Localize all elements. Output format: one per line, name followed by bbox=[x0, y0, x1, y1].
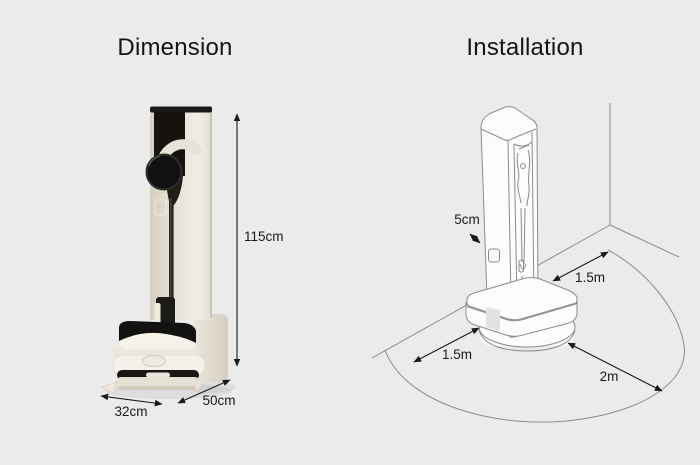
nozzle-top bbox=[119, 321, 196, 343]
dock-pad-detail bbox=[486, 307, 500, 331]
left-clearance-label: 1.5m bbox=[441, 347, 472, 362]
right-clearance-label: 1.5m bbox=[574, 270, 605, 285]
robot-lidar-bump bbox=[142, 355, 166, 367]
vacuum-wand bbox=[169, 198, 174, 300]
tower-button-detail bbox=[488, 248, 500, 263]
wall-clearance-label: 5cm bbox=[454, 212, 480, 227]
dock-outline bbox=[465, 277, 578, 337]
depth-dimension-label: 32cm bbox=[114, 404, 148, 419]
left-clearance-arrow bbox=[413, 327, 480, 363]
dimension-title: Dimension bbox=[117, 34, 233, 61]
floor-line-right bbox=[609, 224, 680, 258]
installation-title: Installation bbox=[466, 34, 584, 61]
product-photo bbox=[100, 106, 236, 399]
installation-diagram bbox=[371, 103, 685, 423]
right-clearance-arrow bbox=[552, 251, 609, 282]
width-arrow bbox=[177, 379, 231, 404]
front-clearance-label: 2m bbox=[599, 369, 619, 384]
tower-top-cap bbox=[150, 106, 212, 113]
height-dimension-label: 115cm bbox=[244, 229, 284, 244]
depth-arrow bbox=[100, 393, 163, 407]
vacuum-display bbox=[146, 154, 182, 190]
dimension-arrows bbox=[100, 113, 663, 407]
clearance-arc bbox=[384, 249, 685, 423]
robot-side-brush bbox=[100, 381, 118, 394]
wall-gap-arrow bbox=[469, 233, 481, 244]
width-dimension-label: 50cm bbox=[202, 393, 236, 408]
front-clearance-arrow bbox=[567, 342, 663, 392]
nozzle-front bbox=[119, 333, 196, 349]
